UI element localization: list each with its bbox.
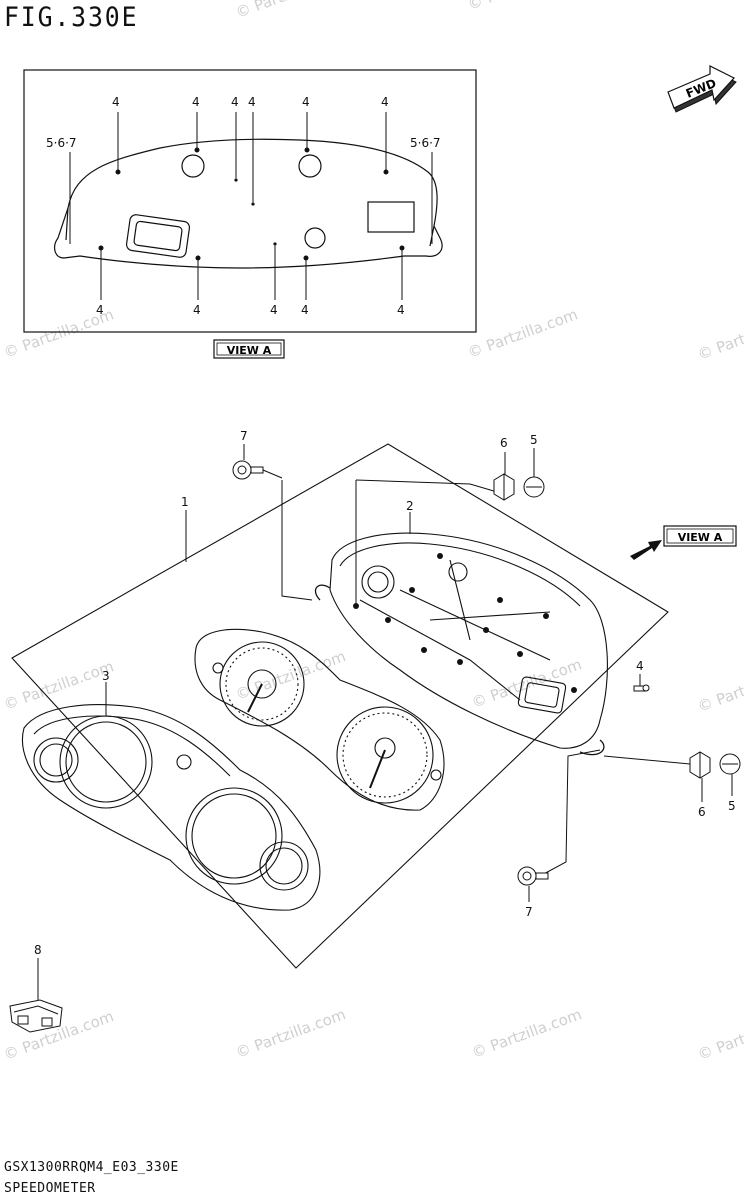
callout-4: 4 <box>248 95 256 109</box>
callout-part-5: 5 <box>728 799 736 813</box>
inset-round-hole <box>181 154 205 178</box>
callout-part-7: 7 <box>525 905 533 919</box>
assembly-outline-part-1 <box>11 443 669 969</box>
screw-part-7-bottom <box>517 866 549 902</box>
view-a-pointer-text: VIEW A <box>678 531 723 544</box>
screw-boss <box>304 147 310 153</box>
watermark-text: © Partzilla.com <box>465 305 580 362</box>
watermark-text: © Partzilla.com <box>233 0 348 22</box>
watermark-text: © Partzilla.com <box>469 1005 584 1062</box>
rear-case-part-2 <box>314 532 608 756</box>
inset-frame <box>23 69 477 333</box>
screw-boss <box>399 245 405 251</box>
figure-code: GSX1300RRQM4_E03_330E <box>4 1160 179 1175</box>
callout-4: 4 <box>301 303 309 317</box>
watermark-text: © Partzilla.com <box>695 307 744 364</box>
leader-line <box>281 480 313 601</box>
housing-ears <box>65 207 435 247</box>
inset-labels: 4 4 4 4 4 4 5·6·7 5·6·7 4 4 4 4 4 <box>46 95 441 317</box>
view-a-tag-text: VIEW A <box>227 344 272 357</box>
screw-boss <box>383 169 389 175</box>
fwd-arrow: FWD <box>667 65 737 113</box>
callout-5-6-7-left: 5·6·7 <box>46 136 77 150</box>
callout-4: 4 <box>96 303 104 317</box>
view-a-tag: VIEW A <box>213 339 285 359</box>
inset-rect-opening <box>367 201 415 233</box>
screw-boss <box>251 202 255 206</box>
inset-round-hole <box>304 227 326 249</box>
screw-boss <box>115 169 121 175</box>
screw-boss <box>234 178 238 182</box>
watermark-text: © Partzilla.com <box>469 655 584 712</box>
housing-back-outline <box>54 138 443 269</box>
callout-4: 4 <box>193 303 201 317</box>
screw-boss <box>303 255 309 261</box>
callout-part-5: 5 <box>530 433 538 447</box>
callout-part-7: 7 <box>240 429 248 443</box>
screw-boss <box>273 242 277 246</box>
screw-boss <box>195 255 201 261</box>
grommet-part-6-top <box>493 452 515 501</box>
callout-part-6: 6 <box>698 805 706 819</box>
leader-line <box>539 749 601 877</box>
watermark-text: © Partzilla.com <box>465 0 580 14</box>
callout-5-6-7-right: 5·6·7 <box>410 136 441 150</box>
part-callouts: 1 2 3 4 5 5 6 6 7 7 8 <box>34 429 736 957</box>
callout-part-6: 6 <box>500 436 508 450</box>
leader-line <box>355 479 505 495</box>
callout-4: 4 <box>192 95 200 109</box>
grommet-part-6-bottom <box>689 751 711 802</box>
leader-line <box>603 755 691 765</box>
gauge-panel <box>194 628 445 811</box>
callout-part-8: 8 <box>34 943 42 957</box>
callout-4: 4 <box>112 95 120 109</box>
view-a-pointer: VIEW A <box>630 525 737 560</box>
callout-part-4: 4 <box>636 659 644 673</box>
figure-name: SPEEDOMETER <box>4 1181 96 1196</box>
callout-part-1: 1 <box>181 495 189 509</box>
inset-round-hole <box>298 154 322 178</box>
view-a-inset <box>23 69 477 333</box>
callout-part-2: 2 <box>406 499 414 513</box>
callout-4: 4 <box>270 303 278 317</box>
callout-4: 4 <box>381 95 389 109</box>
watermark-text: © Partzilla.com <box>695 659 744 716</box>
watermark-text: © Partzilla.com <box>695 1007 744 1064</box>
inset-lcd-window <box>125 214 191 258</box>
connector-part-8 <box>9 958 63 1033</box>
screw-boss <box>194 147 200 153</box>
front-bezel-part-3 <box>22 704 321 911</box>
figure-title: FIG.330E <box>4 2 139 33</box>
callout-part-3: 3 <box>102 669 110 683</box>
callout-4: 4 <box>231 95 239 109</box>
callout-4: 4 <box>302 95 310 109</box>
collar-part-5-bottom <box>719 753 741 796</box>
screw-part-4 <box>633 674 650 692</box>
watermark-text: © Partzilla.com <box>233 1005 348 1062</box>
collar-part-5-top <box>523 448 545 498</box>
inset-lcd-inner <box>133 220 183 252</box>
screw-part-7-top <box>232 444 283 480</box>
screw-boss <box>98 245 104 251</box>
callout-4: 4 <box>397 303 405 317</box>
watermarks: © Partzilla.com © Partzilla.com © Partzi… <box>1 0 744 1064</box>
